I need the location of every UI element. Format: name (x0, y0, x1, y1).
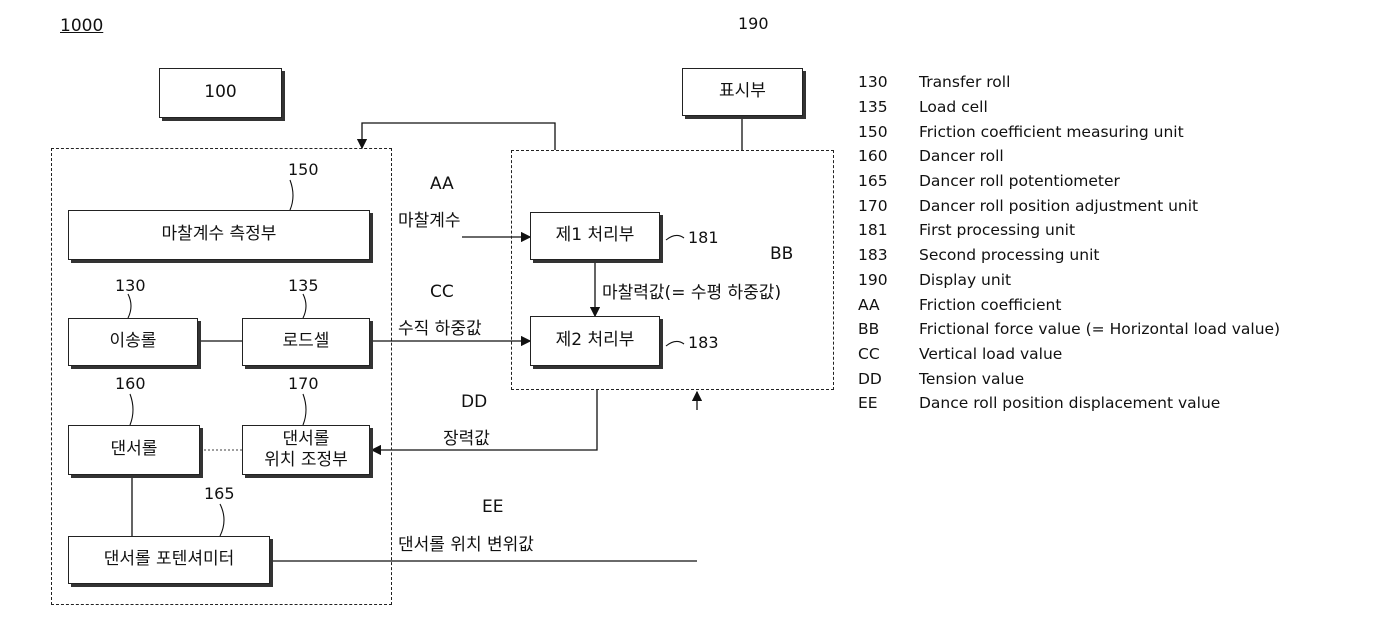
legend-key: 135 (858, 98, 919, 116)
signal-ee-tag: EE (482, 497, 503, 517)
legend-key: 190 (858, 271, 919, 289)
legend-key: 160 (858, 147, 919, 165)
legend-row: 170Dancer roll position adjustment unit (858, 193, 1280, 218)
legend-row: CCVertical load value (858, 342, 1280, 367)
legend-row: 150Friction coefficient measuring unit (858, 119, 1280, 144)
arrow-processor-to-module (362, 123, 555, 150)
ref-190: 190 (738, 14, 769, 33)
legend-row: 183Second processing unit (858, 243, 1280, 268)
legend: 130Transfer roll135Load cell150Friction … (858, 70, 1280, 416)
legend-key: EE (858, 394, 919, 412)
block-dancer-roll-potentiometer: 댄서롤 포텐셔미터 (68, 536, 270, 584)
block-100: 100 (159, 68, 282, 118)
legend-value: Transfer roll (919, 73, 1010, 91)
legend-row: 165Dancer roll potentiometer (858, 169, 1280, 194)
legend-value: Display unit (919, 271, 1011, 289)
signal-cc-tag: CC (430, 282, 454, 302)
block-friction-coefficient-unit: 마찰계수 측정부 (68, 210, 370, 260)
block-display-unit: 표시부 (682, 68, 803, 116)
legend-value: Second processing unit (919, 246, 1099, 264)
signal-dd-text: 장력값 (443, 424, 490, 449)
ref-183: 183 (688, 333, 719, 352)
legend-value: First processing unit (919, 221, 1075, 239)
legend-value: Frictional force value (= Horizontal loa… (919, 320, 1280, 338)
block-transfer-roll: 이송롤 (68, 318, 198, 366)
ref-135: 135 (288, 276, 319, 295)
legend-key: 170 (858, 197, 919, 215)
ref-130: 130 (115, 276, 146, 295)
block-load-cell: 로드셀 (242, 318, 370, 366)
legend-key: 165 (858, 172, 919, 190)
legend-row: BBFrictional force value (= Horizontal l… (858, 317, 1280, 342)
legend-key: BB (858, 320, 919, 338)
figure-id: 1000 (60, 16, 103, 36)
block-170-line1: 댄서롤 (283, 429, 330, 450)
legend-key: DD (858, 370, 919, 388)
legend-row: 160Dancer roll (858, 144, 1280, 169)
legend-value: Tension value (919, 370, 1024, 388)
signal-bb-tag: BB (770, 244, 793, 264)
legend-value: Dance roll position displacement value (919, 394, 1220, 412)
legend-value: Dancer roll (919, 147, 1004, 165)
block-first-processing-unit: 제1 처리부 (530, 212, 660, 260)
legend-row: 135Load cell (858, 95, 1280, 120)
legend-value: Dancer roll position adjustment unit (919, 197, 1198, 215)
legend-value: Friction coefficient (919, 296, 1061, 314)
legend-row: EEDance roll position displacement value (858, 391, 1280, 416)
legend-key: 181 (858, 221, 919, 239)
signal-aa-text: 마찰계수 (398, 206, 461, 231)
signal-dd-tag: DD (461, 392, 487, 412)
block-170-line2: 위치 조정부 (264, 450, 348, 471)
block-dancer-roll: 댄서롤 (68, 425, 200, 475)
ref-165: 165 (204, 484, 235, 503)
legend-value: Dancer roll potentiometer (919, 172, 1120, 190)
legend-key: CC (858, 345, 919, 363)
block-dancer-roll-position-adjuster: 댄서롤 위치 조정부 (242, 425, 370, 475)
legend-row: 130Transfer roll (858, 70, 1280, 95)
signal-ee-text: 댄서롤 위치 변위값 (398, 530, 534, 555)
legend-row: DDTension value (858, 366, 1280, 391)
legend-key: 150 (858, 123, 919, 141)
legend-row: 190Display unit (858, 268, 1280, 293)
ref-150: 150 (288, 160, 319, 179)
signal-bb-text: 마찰력값(= 수평 하중값) (602, 278, 781, 303)
legend-row: 181First processing unit (858, 218, 1280, 243)
legend-key: 130 (858, 73, 919, 91)
legend-row: AAFriction coefficient (858, 292, 1280, 317)
ref-160: 160 (115, 374, 146, 393)
legend-value: Friction coefficient measuring unit (919, 123, 1184, 141)
signal-cc-text: 수직 하중값 (398, 314, 482, 339)
block-second-processing-unit: 제2 처리부 (530, 316, 660, 366)
legend-value: Vertical load value (919, 345, 1062, 363)
legend-value: Load cell (919, 98, 988, 116)
ref-181: 181 (688, 228, 719, 247)
signal-aa-tag: AA (430, 174, 454, 194)
legend-key: 183 (858, 246, 919, 264)
legend-key: AA (858, 296, 919, 314)
ref-170: 170 (288, 374, 319, 393)
